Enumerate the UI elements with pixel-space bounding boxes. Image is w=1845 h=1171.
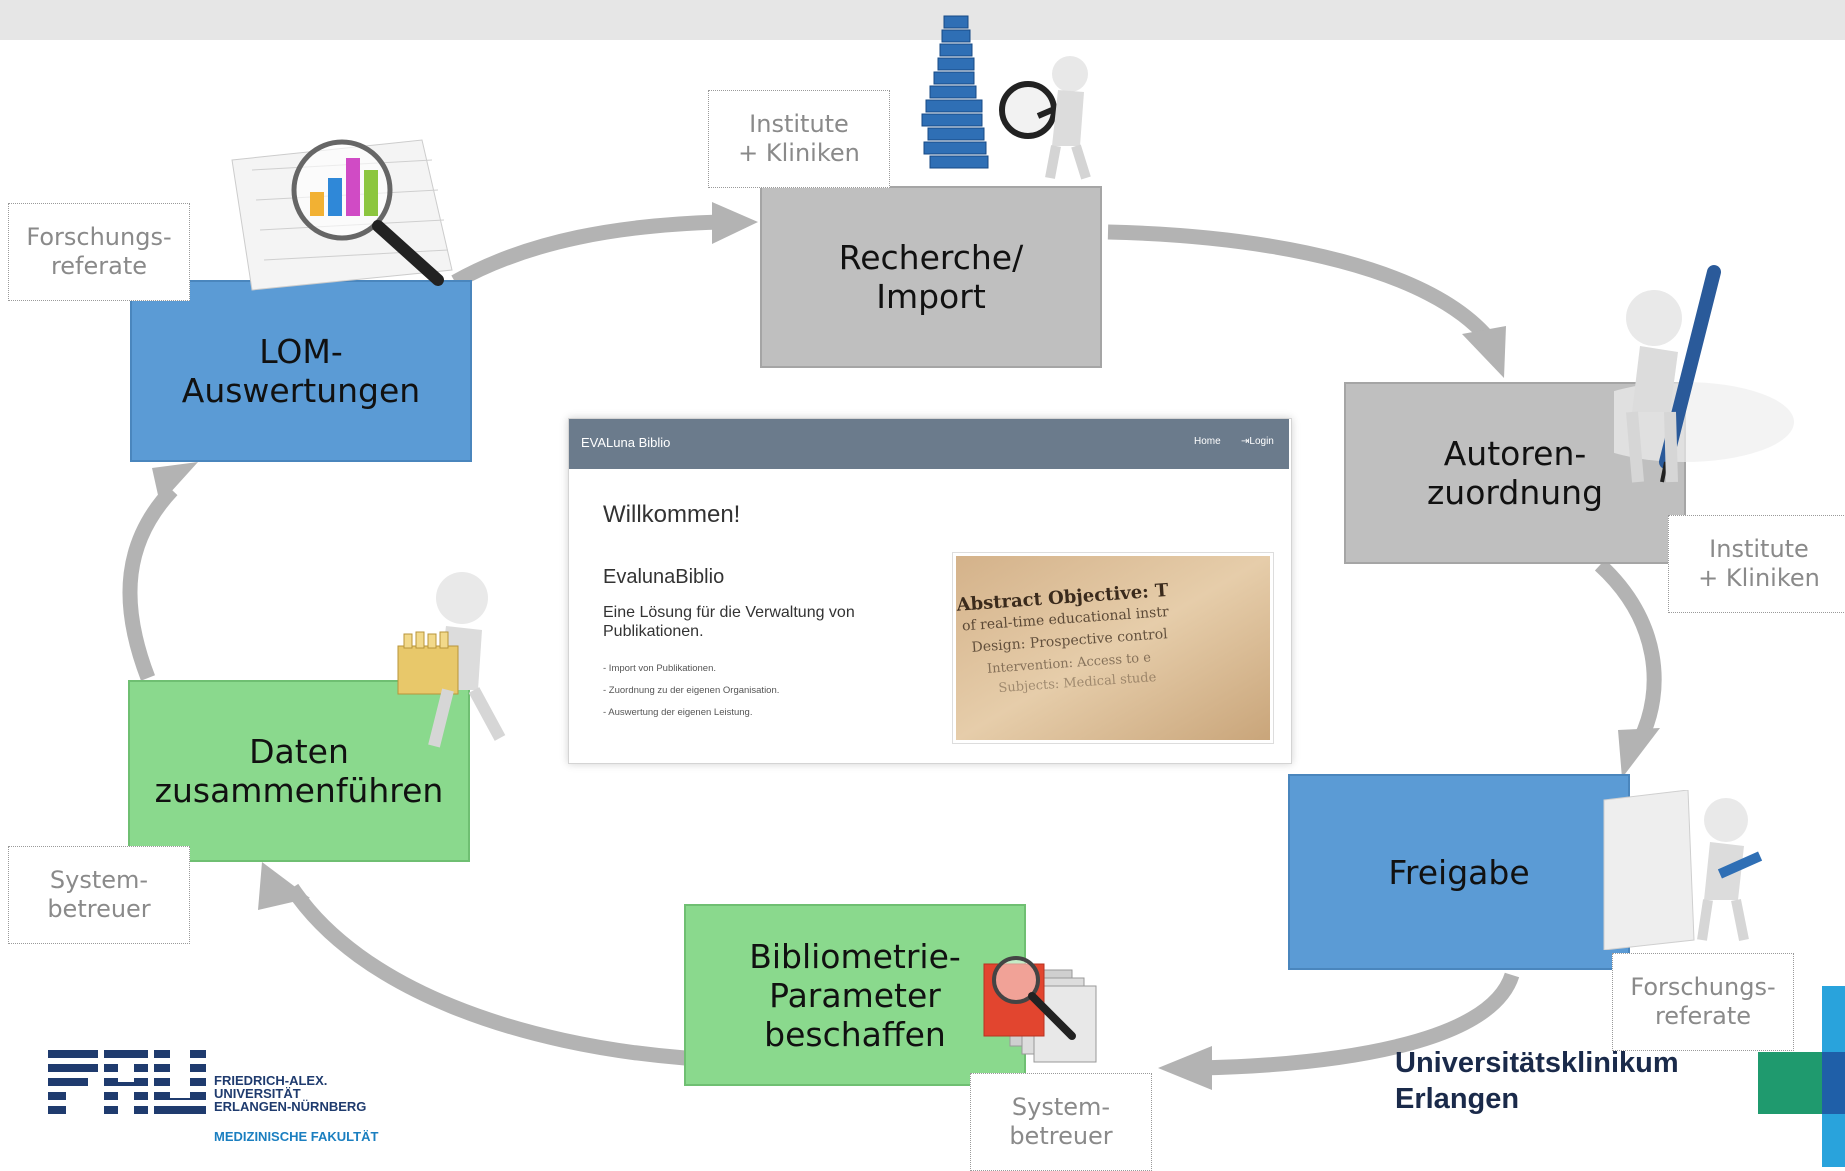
arrow-freigabe-to-bibliometrie [1199,972,1520,1076]
nav-login-label: Login [1249,436,1274,447]
arrow-autoren-to-freigabe [1594,559,1662,744]
abstract-photo: Abstract Objective: T of real-time educa… [952,552,1274,744]
arrowhead-freigabe [1618,728,1660,778]
app-brand[interactable]: EVALuna Biblio [581,435,671,450]
app-product-name: EvalunaBiblio [603,566,725,588]
role-label-bibliometrie: System- betreuer [970,1073,1152,1171]
list-item: - Auswertung der eigenen Leistung. [603,707,753,718]
role-label-autoren: Institute + Kliniken [1668,515,1845,613]
role-label-recherche: Institute + Kliniken [708,90,890,188]
figure-pen-icon [1614,265,1794,483]
arrow-lom-to-recherche [451,214,721,289]
fau-faculty: MEDIZINISCHE FAKULTÄT [214,1129,379,1144]
app-feature-list: - Import von Publikationen. - Zuordnung … [603,663,779,729]
arrow-daten-to-lom [122,484,178,681]
step-recherche-import: Recherche/ Import [760,186,1102,368]
arrowhead-bibliometrie [1158,1046,1212,1090]
role-label-freigabe: Forschungs- referate [1612,953,1794,1051]
step-freigabe: Freigabe [1288,774,1630,970]
arrow-recherche-to-autoren [1107,224,1494,343]
app-screenshot: EVALuna Biblio Home ⇥Login Willkommen! E… [568,418,1292,764]
login-icon: ⇥ [1241,436,1250,447]
role-label-lom: Forschungs- referate [8,203,190,301]
arrowhead-recherche [712,202,758,244]
list-item: - Zuordnung zu der eigenen Organisation. [603,685,780,696]
nav-home-link[interactable]: Home [1194,436,1221,447]
step-bibliometrie-parameter: Bibliometrie- Parameter beschaffen [684,904,1026,1086]
list-item: - Import von Publikationen. [603,663,717,674]
figure-sign-icon [1603,790,1763,950]
uk-erlangen-logo-text: Universitätsklinikum Erlangen [1395,1047,1679,1115]
arrowhead-daten [258,862,310,910]
role-label-daten: System- betreuer [8,846,190,944]
fau-university-name: FRIEDRICH-ALEX. UNIVERSITÄT ERLANGEN-NÜR… [214,1073,367,1114]
step-lom-auswertungen: LOM- Auswertungen [130,280,472,462]
step-autorenzuordnung: Autoren- zuordnung [1344,382,1686,564]
app-description: Eine Lösung für die Verwaltung von Publi… [603,604,855,640]
figure-folder-box-icon [397,572,506,748]
app-welcome-heading: Willkommen! [603,501,741,528]
arrowhead-lom [152,462,198,504]
fau-logo-icon [48,1050,206,1114]
step-daten-zusammenfuehren: Daten zusammenführen [128,680,470,862]
chart-magnifier-icon [231,139,453,291]
books-magnifier-figure-icon [921,15,1091,180]
top-band [0,0,1845,40]
abstract-paper-image: Abstract Objective: T of real-time educa… [955,556,1270,740]
app-navbar: EVALuna Biblio Home ⇥Login [569,419,1289,469]
uk-corner-logo-icon [1758,986,1845,1167]
nav-login-link[interactable]: ⇥Login [1241,436,1274,447]
arrowhead-autoren [1462,326,1506,378]
arrow-bibliometrie-to-daten [285,883,686,1066]
folders-magnifier-icon [983,956,1097,1063]
